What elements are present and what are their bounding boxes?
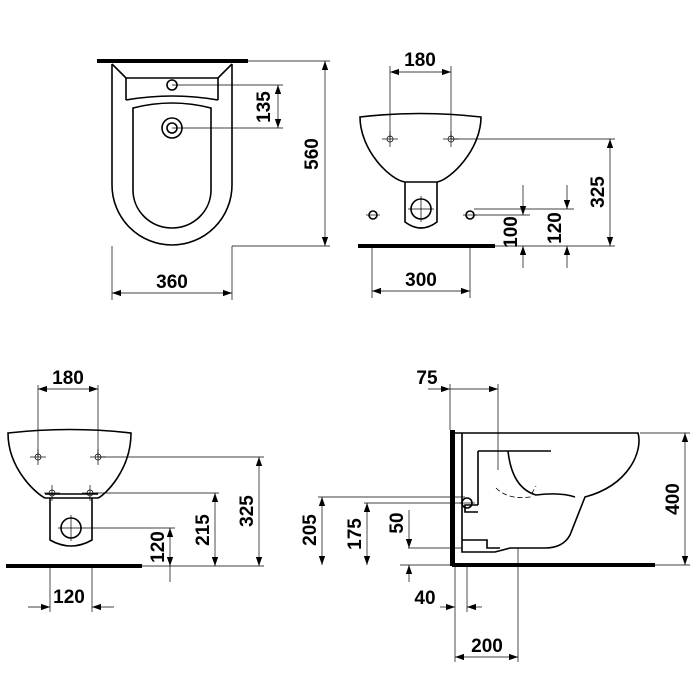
dim-width: 360	[156, 272, 188, 293]
bolt-hole-icon	[44, 485, 60, 501]
dim-205: 205	[300, 514, 321, 546]
dim-50: 50	[387, 512, 408, 533]
drain-outlet-icon	[408, 196, 434, 222]
dim-wall-offset: 75	[416, 368, 438, 389]
dim-lower-bolts: 215	[193, 514, 214, 546]
dim-pipe-100: 100	[501, 216, 522, 248]
dim-height: 560	[302, 138, 323, 170]
dim-175: 175	[345, 518, 366, 550]
drain-outlet-icon	[58, 515, 84, 541]
dim-mount-height: 325	[588, 176, 609, 208]
front-view: 180 325 100 120 300	[358, 50, 615, 298]
top-view: 135 560 360	[97, 59, 330, 300]
dim-height-400: 400	[663, 483, 684, 515]
dim-mount-height: 325	[237, 495, 258, 527]
dim-bolt-spacing: 180	[404, 50, 436, 71]
dim-bolt-spacing: 180	[52, 368, 84, 389]
rear-view: 180 120 215 325 120	[6, 368, 264, 612]
dim-outlet-width: 120	[53, 587, 85, 608]
dim-tap-offset: 135	[254, 91, 275, 123]
dim-outlet-height: 120	[148, 531, 169, 563]
dim-40: 40	[414, 588, 435, 609]
dim-projection: 200	[471, 636, 503, 657]
dim-floor-width: 300	[405, 270, 437, 291]
side-view: 75 400 205 175 50 40 200	[300, 368, 690, 662]
pipe-connection-icon	[366, 210, 380, 220]
dim-pipe-120: 120	[545, 212, 566, 244]
